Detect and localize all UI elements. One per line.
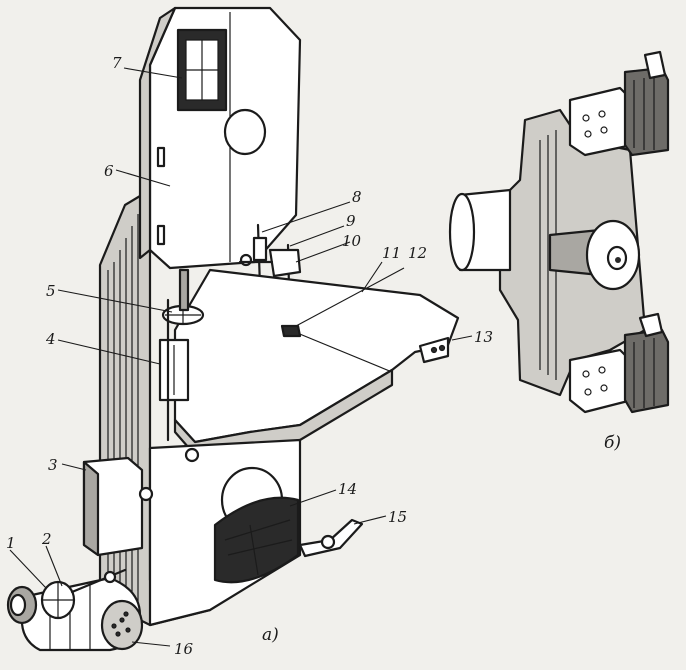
label-11: 11 <box>382 244 401 262</box>
tension-screw <box>178 268 190 312</box>
label-15: 15 <box>388 508 407 526</box>
hinge-upper <box>156 146 166 168</box>
blade-guide <box>252 236 268 262</box>
label-9: 9 <box>346 212 356 230</box>
housing-window <box>223 108 267 156</box>
leader-lines <box>9 67 473 647</box>
column-bolt <box>184 447 200 463</box>
label-3: 3 <box>48 456 58 474</box>
table-joint <box>289 329 393 373</box>
band-saw-figure <box>6 6 460 652</box>
detail-shaft <box>448 188 512 272</box>
label-10: 10 <box>342 232 362 250</box>
number-labels: 7 6 8 9 10 11 12 13 5 4 3 14 15 1 2 16 <box>6 54 493 658</box>
caption-a: а) <box>262 625 279 645</box>
detail-lower-blocks <box>568 312 670 414</box>
label-7: 7 <box>112 54 122 72</box>
guide-knob <box>239 253 253 267</box>
label-6: 6 <box>104 162 114 180</box>
label-16: 16 <box>174 640 194 658</box>
hinge-lower <box>156 224 166 246</box>
label-5: 5 <box>46 282 56 300</box>
detail-upper-blocks <box>568 50 670 157</box>
label-12: 12 <box>408 244 427 262</box>
handwheel-2 <box>40 568 127 620</box>
table-slot <box>280 324 302 338</box>
guide-detail-figure <box>448 50 670 414</box>
label-13: 13 <box>474 328 493 346</box>
label-1: 1 <box>6 534 16 552</box>
housing-side <box>138 6 177 260</box>
label-4: 4 <box>45 330 56 348</box>
upper-wheel <box>176 28 228 112</box>
guide-bracket <box>268 248 302 278</box>
label-2: 2 <box>41 530 52 548</box>
label-14: 14 <box>338 480 357 498</box>
label-8: 8 <box>352 188 362 206</box>
detail-roller <box>548 219 641 291</box>
drive-pulley <box>6 585 38 625</box>
caption-b: б) <box>604 433 621 453</box>
lower-wheel <box>213 496 300 584</box>
